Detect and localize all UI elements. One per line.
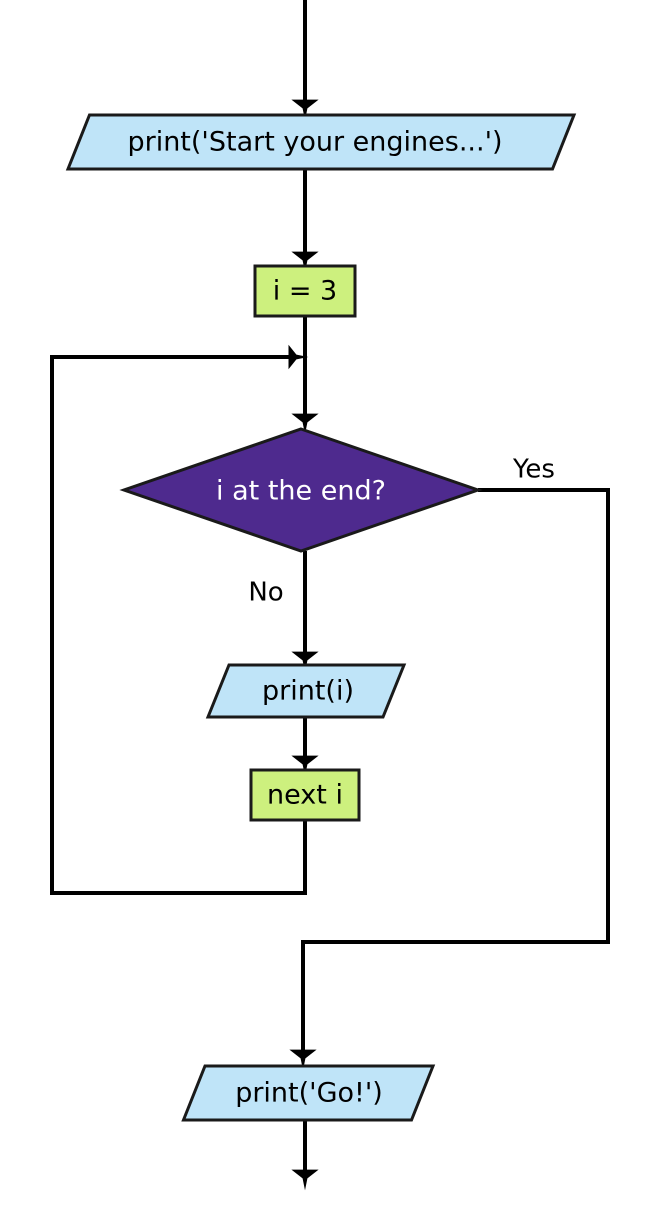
- connector-decision-yes-to-print-go: [289, 488, 610, 1071]
- node-next-i[interactable]: next i: [249, 768, 361, 822]
- next-i-label: next i: [267, 780, 343, 811]
- i-assign-shape: [253, 264, 357, 318]
- edge-label-yes: Yes: [512, 455, 555, 485]
- i-at-end-label: i at the end?: [216, 476, 386, 507]
- print-i-label: print(i): [262, 676, 354, 707]
- node-print-i[interactable]: print(i): [205, 663, 407, 719]
- print-start-shape: [65, 113, 577, 171]
- connector-next-i-loop-back: [50, 344, 309, 895]
- node-i-assign[interactable]: i = 3: [253, 264, 357, 318]
- print-go-shape: [181, 1064, 436, 1122]
- node-i-at-end[interactable]: i at the end?: [119, 427, 483, 553]
- i-at-end-shape: [119, 427, 483, 553]
- print-start-label: print('Start your engines...'): [127, 127, 502, 158]
- edge-label-no: No: [248, 578, 283, 608]
- node-print-go[interactable]: print('Go!'): [181, 1064, 436, 1122]
- next-i-shape: [249, 768, 361, 822]
- print-go-label: print('Go!'): [235, 1078, 383, 1109]
- node-print-start[interactable]: print('Start your engines...'): [65, 113, 577, 171]
- i-assign-label: i = 3: [273, 276, 337, 307]
- print-i-shape: [205, 663, 407, 719]
